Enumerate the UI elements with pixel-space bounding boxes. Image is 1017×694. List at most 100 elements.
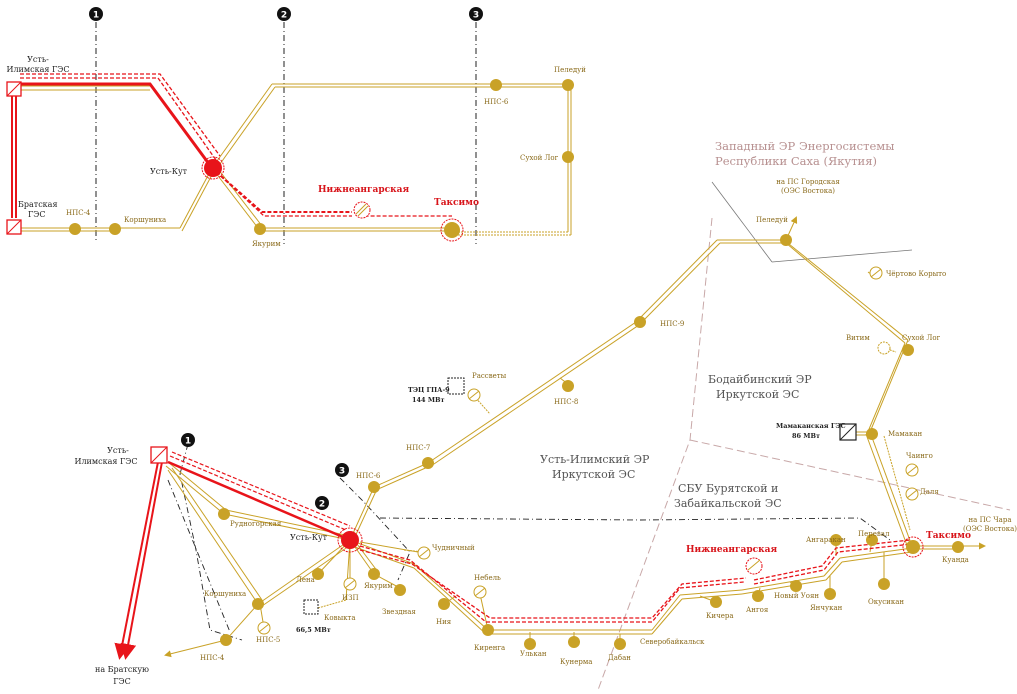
label-nizhneangarskaya: Нижнеангарская [686, 545, 777, 555]
section-marker-1-label: 1 [93, 11, 99, 21]
node-severobaikalsk [614, 638, 626, 650]
label-chertovo-koryto: Чёртово Корыто [886, 270, 946, 278]
section-marker-3 [469, 7, 483, 21]
top-label-nps6: НПС-6 [484, 98, 509, 106]
kovykta-icon [303, 599, 319, 615]
section-marker-1 [89, 7, 103, 21]
top-label-sukhoy-log: Сухой Лог [520, 154, 559, 162]
top-node-ust-kut [204, 159, 222, 177]
node-pereval [866, 534, 878, 546]
label-daban: Дабан [608, 654, 631, 662]
label-tec-gpa9: ТЭЦ ГПА-9 [408, 386, 450, 394]
node-ulkan [524, 638, 536, 650]
yakutia-boundary [711, 181, 913, 263]
node-kuanda [952, 541, 964, 553]
top-label-nizhneangarskaya: Нижнеангарская [318, 185, 409, 195]
node-angarakan [830, 534, 842, 546]
top-label-ust-kut: Усть-Кут [150, 167, 188, 176]
label-to-bratsk-1: на Братскую [95, 665, 149, 674]
node-vitim [877, 341, 891, 355]
label-nps7: НПС-7 [406, 444, 430, 452]
node-kunerma [568, 636, 580, 648]
label-ust-kut: Усть-Кут [290, 533, 328, 542]
node-sukhoy-log [902, 344, 914, 356]
label-dalya: Даля [920, 488, 939, 496]
top-label-peleduy: Пеледуй [554, 66, 586, 74]
label-vitim: Витим [846, 334, 870, 342]
top-label-korshunikha: Коршуниха [124, 216, 166, 224]
top-node-peleduy [562, 79, 574, 91]
label-ust-ilimsk-ges-1: Усть- [107, 446, 129, 455]
label-zvezdnaya: Звездная [382, 608, 416, 616]
bottom-nodes [150, 234, 964, 650]
node-mamakan [866, 428, 878, 440]
label-peleduy: Пеледуй [756, 216, 788, 224]
label-chaingo: Чаинго [906, 452, 933, 460]
node-nps4 [220, 634, 232, 646]
label-okusikan: Окусикан [868, 598, 904, 606]
label-nps4: НПС-4 [200, 654, 225, 662]
label-to-gorodskaya-2: (ОЭС Востока) [781, 187, 835, 195]
node-nps8 [562, 380, 574, 392]
bottom-section-marker-2: 2 [319, 500, 325, 510]
label-korshunikha: Коршуниха [204, 590, 246, 598]
label-yakurim: Якурим [364, 582, 393, 590]
top-label-bratsk-ges-1: Братская [18, 200, 58, 209]
bottom-section-markers: 1 2 3 [181, 433, 349, 510]
label-angarakan: Ангаракан [806, 536, 846, 544]
label-angoya: Ангоя [746, 606, 769, 614]
label-kovykta-mw: 66,5 МВт [296, 626, 331, 634]
region-bodaibo-1: Бодайбинский ЭР [708, 373, 812, 386]
label-mamakan-ges: Мамаканская ГЭС [776, 422, 846, 430]
top-node-taksimo [444, 222, 460, 238]
node-yakurim [368, 568, 380, 580]
top-label-yakurim: Якурим [252, 240, 281, 248]
node-kichera [710, 596, 722, 608]
node-yanchukan [824, 588, 836, 600]
section-marker-2-label: 2 [281, 11, 287, 21]
section-marker-2 [277, 7, 291, 21]
top-label-ust-ilimsk-ges-2: Илимская ГЭС [7, 65, 70, 74]
label-chudnichny: Чудничный [432, 544, 475, 552]
top-labels: Усть- Илимская ГЭС Братская ГЭС НПС-4 Ко… [7, 55, 587, 248]
label-rudnogorskaya: Рудногорская [230, 520, 282, 528]
node-korshunikha [252, 598, 264, 610]
top-label-ust-ilimsk-ges-1: Усть- [27, 55, 49, 64]
label-nps6: НПС-6 [356, 472, 381, 480]
region-bodaibo-2: Иркутской ЭС [716, 388, 799, 401]
top-section-lines [95, 22, 477, 244]
label-kunerma: Кунерма [560, 658, 592, 666]
node-nps9 [634, 316, 646, 328]
label-nebel: Небель [474, 574, 501, 582]
label-kuanda: Куанда [942, 556, 969, 564]
node-peleduy [780, 234, 792, 246]
top-node-yakurim [254, 223, 266, 235]
label-lena: Лена [296, 576, 315, 584]
node-taksimo [906, 540, 920, 554]
node-zvezdnaya [394, 584, 406, 596]
top-label-nps4: НПС-4 [66, 209, 91, 217]
node-novy-uoyan [790, 580, 802, 592]
node-ust-kut [341, 531, 359, 549]
label-kovykta: Ковыкта [324, 614, 356, 622]
top-node-sukhoy-log [562, 151, 574, 163]
top-label-taksimo: Таксимо [434, 198, 479, 208]
label-severobaikalsk: Северобайкальск [640, 638, 705, 646]
top-diagram: 1 2 3 [6, 7, 587, 248]
node-okusikan [878, 578, 890, 590]
bottom-gold-lines [164, 216, 986, 658]
label-yanchukan: Янчукан [810, 604, 843, 612]
label-pereval: Перевал [858, 530, 890, 538]
label-mamakan: Мамакан [888, 430, 923, 438]
region-west-yakutia-2: Республики Саха (Якутия) [715, 154, 877, 168]
top-section-markers: 1 2 3 [89, 7, 483, 21]
node-nps7 [422, 457, 434, 469]
node-rudnogorskaya [218, 508, 230, 520]
bottom-section-lines [167, 443, 891, 641]
label-nps8: НПС-8 [554, 398, 578, 406]
node-kirenga [482, 624, 494, 636]
bottom-section-marker-1: 1 [185, 437, 191, 447]
region-labels: Западный ЭР Энергосистемы Республики Сах… [540, 139, 894, 510]
